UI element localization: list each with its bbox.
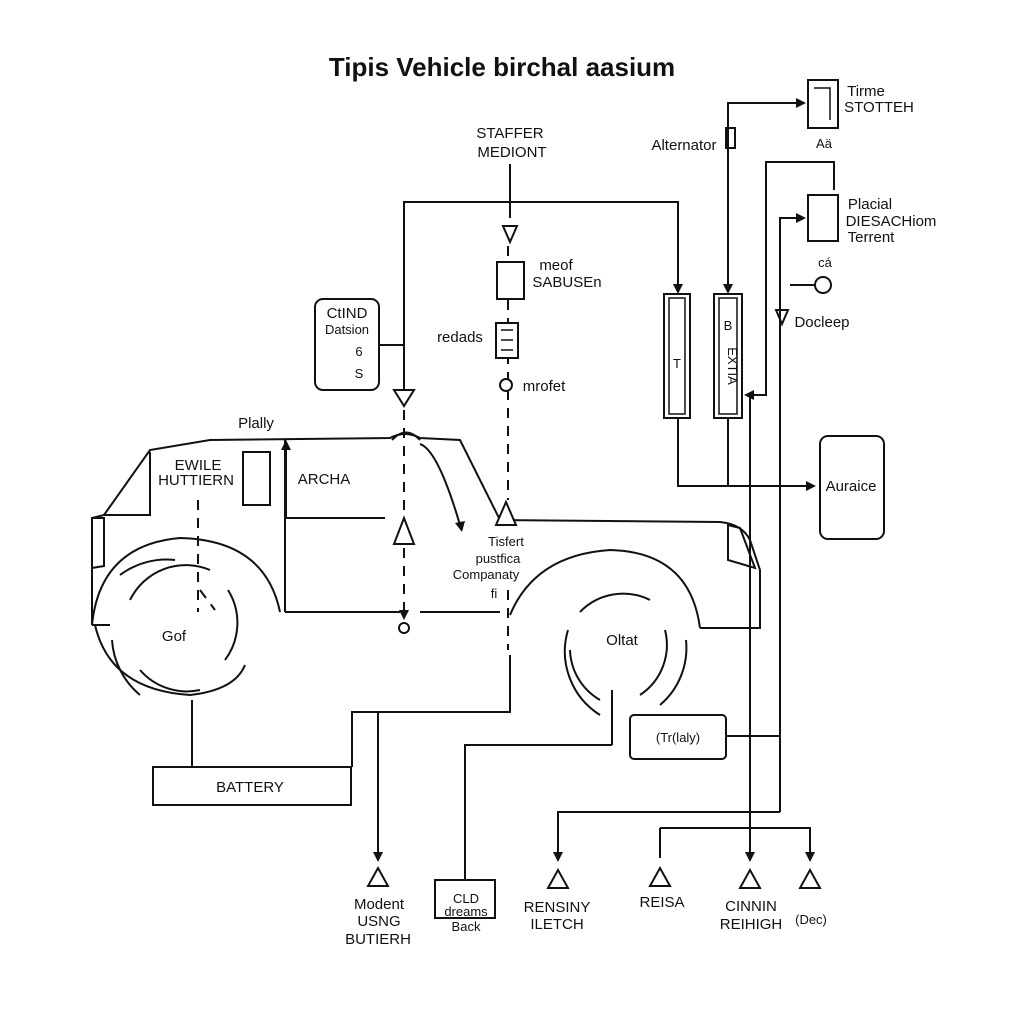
sensor-column-2-label: EXTIA	[725, 347, 740, 385]
starter-fuse	[501, 225, 519, 245]
reisa-output: REISA	[639, 865, 685, 911]
timer-component	[807, 79, 839, 129]
sensor-column-1: T	[663, 293, 691, 419]
alternator-terminal	[725, 127, 736, 149]
cld-label-line3: Back	[452, 919, 481, 934]
cinnin-label-line2: REIHIGH	[720, 916, 783, 933]
rensiny-label-line2: ILETCH	[530, 916, 583, 933]
mrofet-node	[499, 378, 513, 392]
ctind-module: CtIND Datsion 6 S	[314, 298, 380, 391]
vehicle-roof-line	[104, 452, 151, 516]
aa-label: Aä	[816, 136, 833, 151]
modent-label-line2: USNG	[357, 913, 400, 930]
tisfert-label-line1: Tisfert	[488, 534, 524, 549]
modent-label-line1: Modent	[354, 896, 405, 913]
starter-label-line2: MEDIONT	[477, 144, 546, 161]
sensor-column-2: B EXTIA	[713, 293, 743, 419]
starter-label-line1: STAFFER	[476, 125, 543, 142]
mrofet-label: mrofet	[523, 378, 566, 395]
meof-label-line1: meof	[539, 257, 573, 274]
rensiny-label-line1: RENSINY	[524, 899, 591, 916]
docleep-fuse	[774, 309, 790, 327]
auraice-module	[819, 435, 885, 540]
battery-label: BATTERY	[216, 779, 284, 796]
ctind-label-line1: CtIND	[327, 305, 368, 322]
fuse-triangle-mid	[392, 515, 416, 545]
svg-text:B: B	[724, 318, 733, 333]
cinnin-output: CINNIN REIHIGH	[720, 867, 783, 933]
diagram-title: Tipis Vehicle birchal aasium	[329, 52, 675, 82]
redads-label: redads	[437, 329, 483, 346]
meof-label-line2: SABUSEn	[532, 274, 601, 291]
tisfert-label-line4: fi	[491, 586, 498, 601]
main-feed-line	[403, 201, 679, 390]
rear-wheel: Oltat	[563, 592, 688, 716]
tisfert-label-line3: Companaty	[453, 567, 520, 582]
ctind-label-line2: Datsion	[325, 322, 369, 337]
ewile-component	[242, 451, 271, 506]
timer-label-line2: STOTTEH	[844, 99, 914, 116]
modent-label-line3: BUTIERH	[345, 931, 411, 948]
front-wheel: Gof	[94, 558, 246, 697]
ctind-label-line4: S	[355, 366, 364, 381]
ewile-label-line2: HUTTIERN	[158, 472, 234, 489]
reisa-label: REISA	[639, 894, 684, 911]
battery-component	[152, 766, 352, 806]
transfer-fuse	[494, 499, 518, 526]
fuse-triangle-top	[392, 389, 416, 408]
placial-label-line2: DIESACHiom	[846, 213, 937, 230]
auraice-label: Auraice	[826, 478, 877, 495]
rear-wheel-arch	[509, 548, 701, 629]
dec-label: (Dec)	[795, 912, 827, 927]
placial-component	[807, 194, 839, 242]
plally-label: Plally	[238, 415, 274, 432]
ground-point	[398, 622, 410, 634]
front-wheel-arch	[91, 536, 281, 626]
cd-node	[814, 276, 832, 294]
cld-label-line1: CLD	[453, 891, 479, 906]
relay-label: (Tr(laly)	[656, 730, 700, 745]
placial-label-line1: Placial	[848, 196, 892, 213]
sensor-column-1-label: T	[673, 356, 681, 371]
docleep-label: Docleep	[794, 314, 849, 331]
modent-output: Modent USNG BUTIERH	[345, 865, 411, 948]
rensiny-output: RENSINY ILETCH	[524, 867, 591, 933]
front-wheel-label: Gof	[162, 628, 187, 645]
dec-output: (Dec)	[795, 867, 827, 927]
ewile-label-line1: EWILE	[175, 457, 222, 474]
rear-wheel-label: Oltat	[606, 632, 639, 649]
timer-label-line1: Tirme	[847, 83, 885, 100]
alternator-label: Alternator	[651, 137, 716, 154]
vehicle-front-bumper	[91, 517, 105, 569]
tisfert-label-line2: pustfica	[476, 551, 522, 566]
cld-label-line2: dreams	[444, 904, 488, 919]
ctind-label-line3: 6	[355, 344, 362, 359]
vehicle-rear-light	[727, 523, 757, 570]
placial-label-line3: Terrent	[848, 229, 896, 246]
cd-label: cá	[818, 255, 833, 270]
connector-curve	[391, 431, 421, 441]
cinnin-label-line1: CINNIN	[725, 898, 777, 915]
archa-label: ARCHA	[298, 471, 351, 488]
meof-component	[496, 261, 525, 300]
cld-output: CLD dreams Back	[434, 879, 496, 934]
